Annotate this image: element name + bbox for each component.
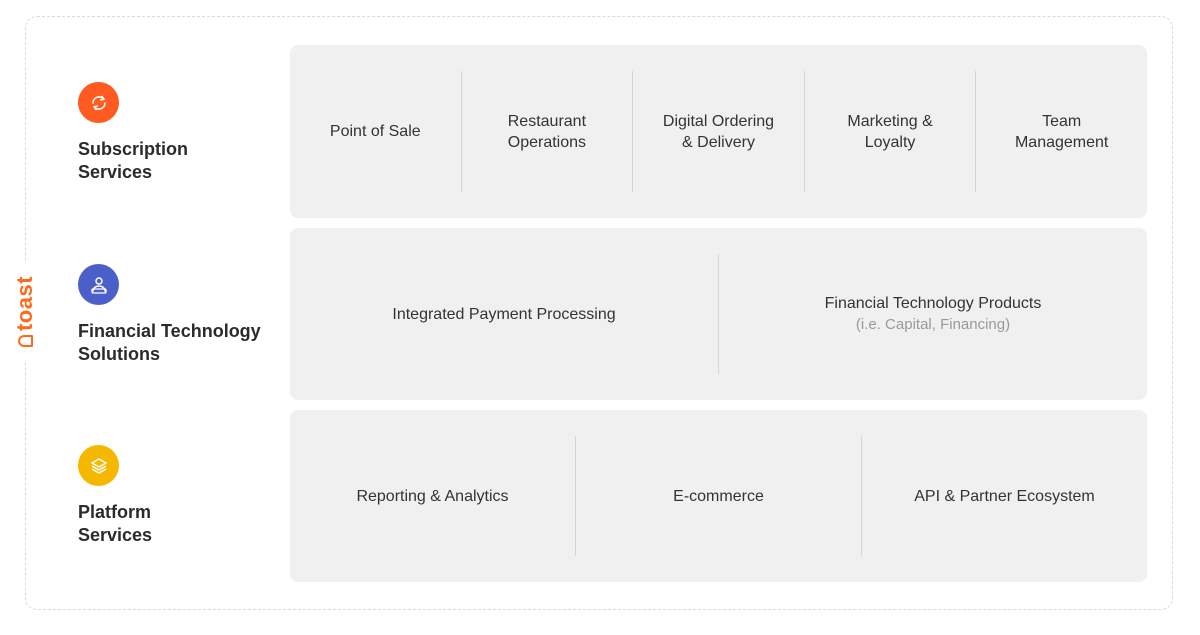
cell-marketing-loyalty: Marketing & Loyalty bbox=[847, 112, 933, 151]
divider bbox=[861, 436, 862, 556]
fintech-solutions-panel: Integrated Payment Processing Financial … bbox=[290, 228, 1147, 400]
person-money-icon bbox=[78, 264, 119, 305]
fintech-products-subtitle: (i.e. Capital, Financing) bbox=[855, 316, 1011, 333]
row-label-text: Financial Technology Solutions bbox=[78, 321, 261, 364]
cell-fintech-products: Financial Technology Products (i.e. Capi… bbox=[719, 228, 1147, 400]
divider bbox=[460, 71, 462, 192]
cell-integrated-payment-processing: Integrated Payment Processing bbox=[392, 305, 616, 323]
layers-stack-icon bbox=[78, 445, 119, 486]
fintech-products-title: Financial Technology Products bbox=[824, 295, 1042, 312]
row-label-subscription: Subscription Services bbox=[78, 82, 278, 184]
cell-point-of-sale: Point of Sale bbox=[329, 123, 421, 140]
toast-bread-icon bbox=[17, 335, 33, 348]
refresh-cycle-icon bbox=[78, 82, 119, 123]
toast-logo: toast bbox=[0, 262, 50, 362]
cell-team-management: Team Management bbox=[1014, 112, 1109, 151]
divider bbox=[718, 254, 719, 374]
cell-reporting-analytics: Reporting & Analytics bbox=[356, 487, 509, 505]
divider bbox=[575, 436, 576, 556]
row-label-platform: Platform Services bbox=[78, 445, 278, 547]
platform-services-panel: Reporting & Analytics E-commerce API & P… bbox=[290, 410, 1147, 582]
brand-name: toast bbox=[12, 275, 37, 332]
divider bbox=[975, 71, 977, 192]
cell-ecommerce: E-commerce bbox=[673, 487, 764, 505]
cell-restaurant-operations: Restaurant Operations bbox=[507, 112, 587, 151]
divider bbox=[803, 71, 805, 192]
row-label-fintech: Financial Technology Solutions bbox=[78, 264, 278, 366]
cell-api-partner-ecosystem: API & Partner Ecosystem bbox=[914, 487, 1095, 505]
subscription-services-panel: Point of Sale Restaurant Operations Digi… bbox=[290, 45, 1147, 218]
cell-digital-ordering: Digital Ordering & Delivery bbox=[662, 112, 775, 151]
divider bbox=[632, 71, 634, 192]
row-label-text: Subscription Services bbox=[78, 139, 189, 182]
row-label-text: Platform Services bbox=[78, 502, 153, 545]
